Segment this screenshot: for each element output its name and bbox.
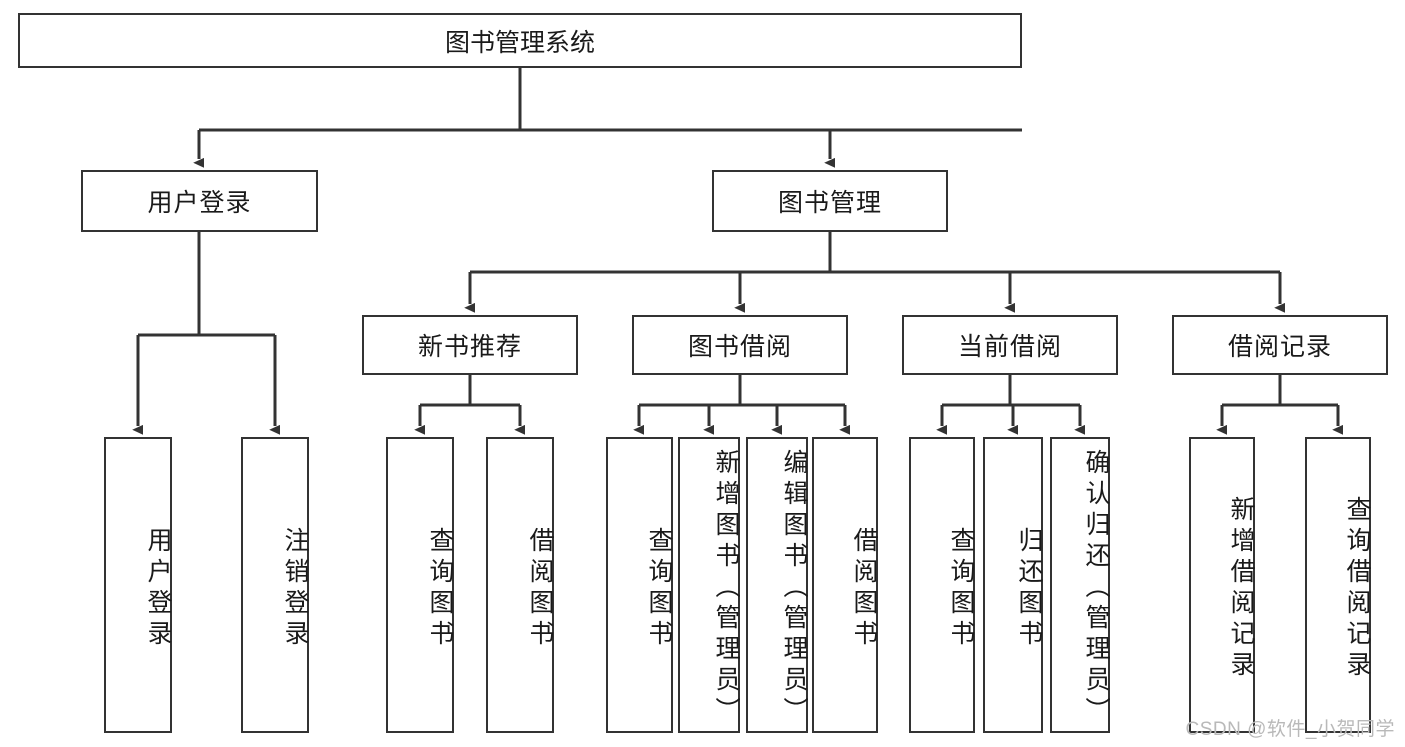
leaf-return-book[interactable]: 归还图书 [983, 437, 1043, 733]
leaf-query-borrow-record[interactable]: 查询借阅记录 [1305, 437, 1371, 733]
node-book-borrow[interactable]: 图书借阅 [632, 315, 848, 375]
node-book-management[interactable]: 图书管理 [712, 170, 948, 232]
watermark: CSDN @软件_小贺同学 [1185, 719, 1395, 740]
leaf-confirm-return-admin[interactable]: 确认归还（管理员） [1050, 437, 1110, 733]
node-borrow-record[interactable]: 借阅记录 [1172, 315, 1388, 375]
leaf-add-book-admin[interactable]: 新增图书（管理员） [678, 437, 740, 733]
node-root[interactable]: 图书管理系统 [18, 13, 1022, 68]
leaf-add-borrow-record[interactable]: 新增借阅记录 [1189, 437, 1255, 733]
node-current-borrow[interactable]: 当前借阅 [902, 315, 1118, 375]
leaf-edit-book-admin[interactable]: 编辑图书（管理员） [746, 437, 808, 733]
leaf-query-book-recommend[interactable]: 查询图书 [386, 437, 454, 733]
leaf-logout[interactable]: 注销登录 [241, 437, 309, 733]
leaf-user-login[interactable]: 用户登录 [104, 437, 172, 733]
node-new-book-recommend[interactable]: 新书推荐 [362, 315, 578, 375]
node-user-login[interactable]: 用户登录 [81, 170, 318, 232]
leaf-query-book-current[interactable]: 查询图书 [909, 437, 975, 733]
leaf-borrow-book[interactable]: 借阅图书 [812, 437, 878, 733]
leaf-borrow-book-recommend[interactable]: 借阅图书 [486, 437, 554, 733]
leaf-query-book-borrow[interactable]: 查询图书 [606, 437, 673, 733]
